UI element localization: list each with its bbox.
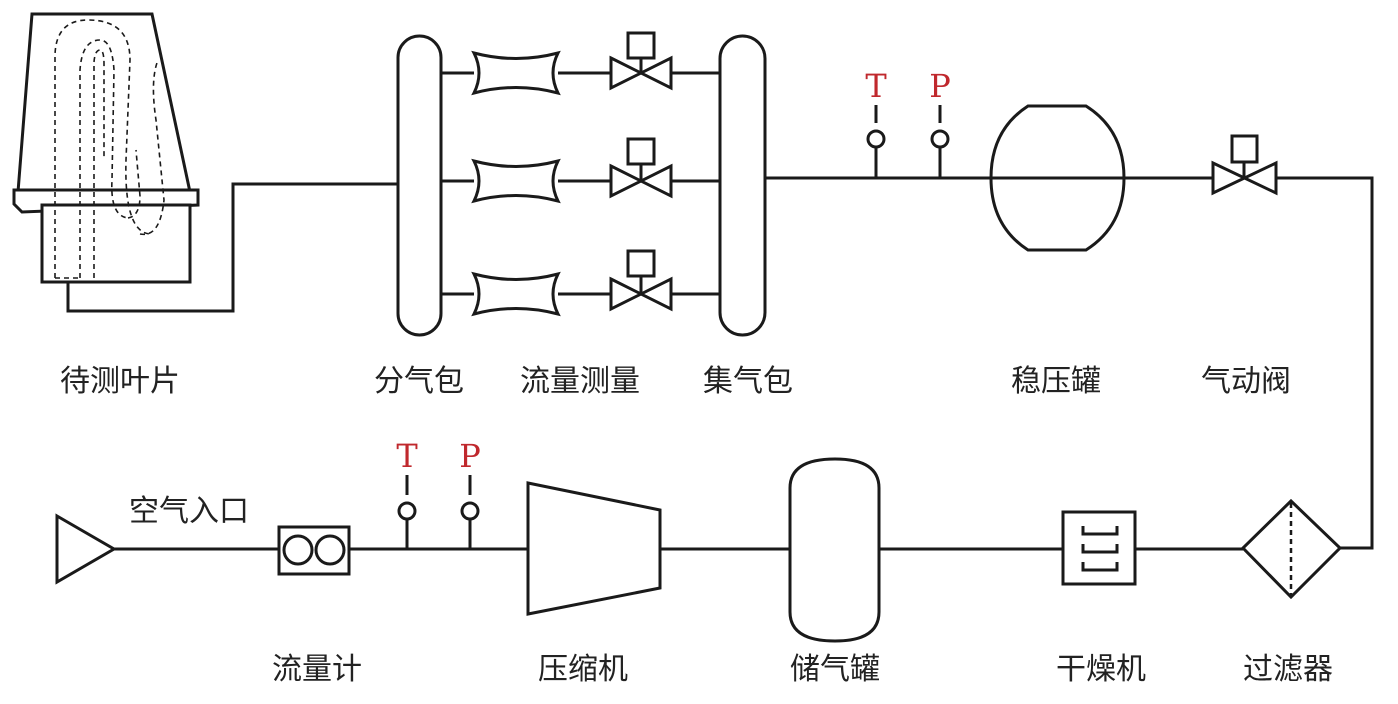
lower-sensors: T P bbox=[396, 437, 481, 549]
upper-sensors: T P bbox=[865, 67, 951, 178]
lower-pressure-sensor bbox=[460, 501, 480, 521]
upper-temperature-sensor bbox=[866, 129, 886, 149]
branch-valves bbox=[609, 31, 673, 312]
branch-valve-2 bbox=[609, 137, 673, 199]
label-compressor: 压缩机 bbox=[538, 652, 628, 687]
test-blade bbox=[12, 12, 200, 284]
label-flowmeter: 流量计 bbox=[272, 652, 362, 687]
branch-valve-3 bbox=[609, 249, 673, 312]
lower-temperature-sensor bbox=[397, 501, 417, 521]
upper-temperature-letter: T bbox=[865, 67, 887, 105]
flow-nozzles bbox=[471, 50, 561, 317]
label-storage-tank: 储气罐 bbox=[790, 652, 880, 687]
lower-pressure-letter: P bbox=[459, 437, 481, 475]
labels: 待测叶片 分气包 流量测量 集气包 稳压罐 气动阀 空气入口 流量计 压缩机 储… bbox=[60, 364, 1333, 687]
compressor bbox=[526, 481, 662, 616]
pipe-blade-to-distributor bbox=[66, 182, 398, 313]
collector-header bbox=[718, 34, 767, 337]
blade-cooling-channel bbox=[54, 19, 165, 279]
label-flow-measure: 流量测量 bbox=[520, 364, 640, 399]
blade-airfoil bbox=[16, 12, 192, 194]
flowmeter bbox=[277, 525, 351, 576]
blade-root bbox=[40, 203, 192, 284]
upper-pressure-letter: P bbox=[929, 67, 951, 105]
flow-nozzle-1 bbox=[471, 50, 561, 96]
filter bbox=[1240, 498, 1343, 600]
label-test-blade: 待测叶片 bbox=[60, 364, 180, 399]
storage-tank bbox=[788, 457, 881, 643]
label-dryer: 干燥机 bbox=[1056, 652, 1146, 687]
branch-valve-1 bbox=[609, 31, 673, 91]
label-pneumatic-valve: 气动阀 bbox=[1201, 364, 1291, 399]
air-inlet-symbol bbox=[55, 513, 117, 585]
label-collector: 集气包 bbox=[703, 364, 793, 399]
label-distributor: 分气包 bbox=[374, 364, 464, 399]
flow-nozzle-2 bbox=[471, 158, 561, 204]
pipe-valve-to-filter bbox=[1276, 176, 1374, 550]
distributor-header bbox=[396, 34, 443, 337]
upper-pressure-sensor bbox=[930, 129, 950, 149]
lower-temperature-letter: T bbox=[396, 437, 418, 475]
dryer bbox=[1061, 510, 1137, 586]
label-filter: 过滤器 bbox=[1243, 652, 1333, 687]
pipes bbox=[66, 71, 1374, 551]
label-surge-tank: 稳压罐 bbox=[1011, 364, 1101, 399]
pneumatic-valve bbox=[1211, 134, 1278, 196]
label-air-inlet: 空气入口 bbox=[129, 494, 249, 529]
flow-nozzle-3 bbox=[471, 271, 561, 317]
